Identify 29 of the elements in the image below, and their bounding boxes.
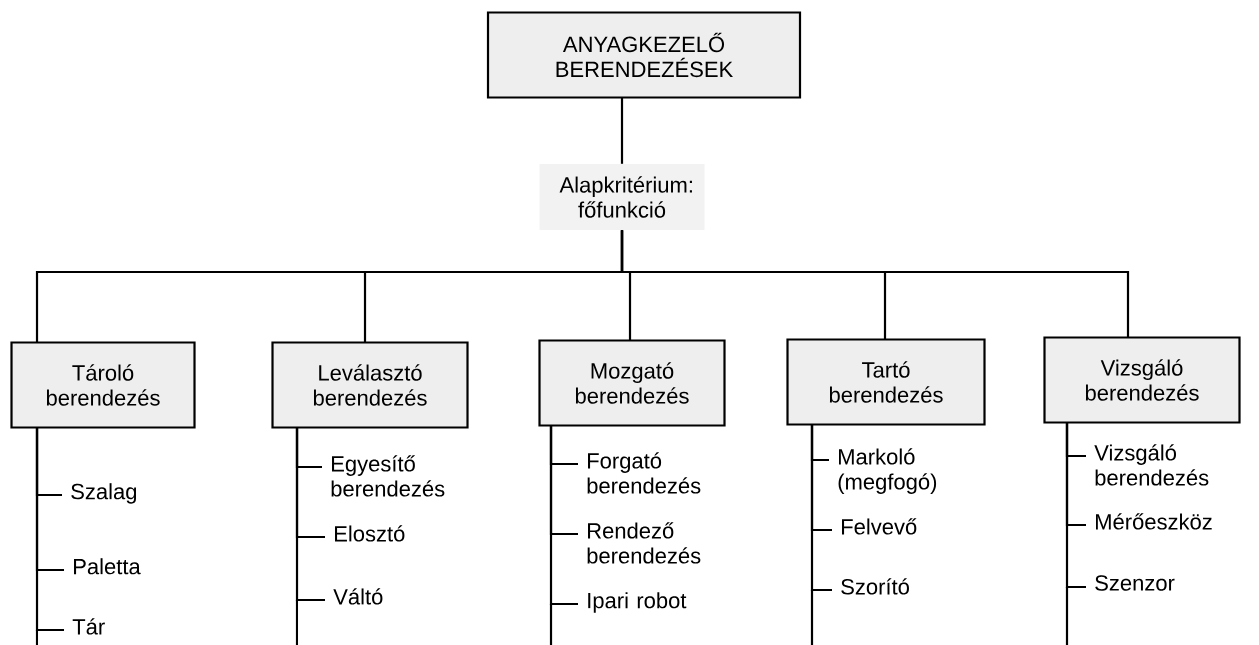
item-label: Forgató berendezés	[587, 452, 701, 494]
category-box: Tároló berendezés	[10, 341, 196, 429]
criterion-label: Alapkritérium: főfunkció	[539, 164, 705, 230]
item-label: Felvevő	[842, 518, 917, 535]
category-box: Mozgató berendezés	[538, 339, 726, 427]
item-label: Mérőeszköz	[1096, 513, 1212, 530]
connector-line	[549, 425, 578, 606]
item-label: Ipari robot	[588, 592, 687, 613]
connector-line	[620, 230, 1130, 338]
connector-line	[810, 424, 832, 592]
item-label: Szalag	[71, 483, 137, 504]
item-label: Elosztó	[335, 525, 405, 542]
main-box: ANYAGKEZELŐ BERENDEZÉSEK	[486, 11, 802, 99]
item-label: Szorító	[841, 578, 909, 595]
item-label: Vizsgáló berendezés	[1094, 444, 1209, 486]
item-label: Egyesítő berendezés	[331, 455, 445, 497]
connector-line	[1065, 422, 1086, 589]
item-label: Paletta	[74, 558, 141, 575]
item-label: Rendező berendezés	[587, 522, 701, 564]
category-box: Tartó berendezés	[786, 338, 986, 426]
item-label: Szenzor	[1095, 575, 1175, 591]
category-box: Leválasztó berendezés	[271, 341, 469, 429]
item-label: Váltó	[333, 588, 383, 605]
connector-line	[295, 427, 325, 602]
connector-line	[620, 97, 624, 164]
item-label: Tár	[72, 618, 105, 635]
item-label: Markoló (megfogó)	[838, 448, 937, 494]
connector-line	[35, 427, 64, 632]
category-box: Vizsgáló berendezés	[1043, 336, 1241, 424]
